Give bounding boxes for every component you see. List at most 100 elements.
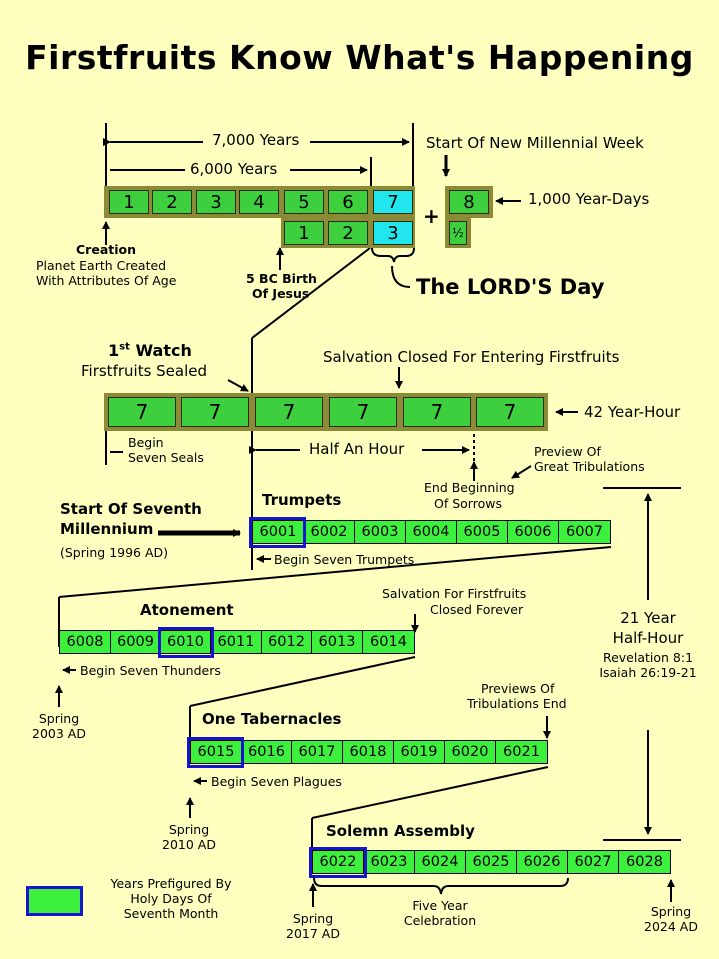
year-6016: 6016 bbox=[242, 741, 292, 763]
year-6002: 6002 bbox=[304, 521, 355, 543]
year-6004: 6004 bbox=[406, 521, 457, 543]
seventh-millennium-2: Millennium bbox=[60, 520, 154, 538]
preview-label-2: Great Tribulations bbox=[534, 459, 645, 474]
half-cell: ½ bbox=[449, 221, 467, 245]
birth-label-2: Of Jesus bbox=[252, 286, 310, 301]
year-hour-label: 42 Year-Hour bbox=[584, 403, 681, 421]
new-week-label: Start Of New Millennial Week bbox=[426, 134, 644, 152]
plus-sign: + bbox=[423, 204, 440, 228]
watch-row-frame bbox=[104, 393, 548, 431]
year-6019: 6019 bbox=[394, 741, 445, 763]
five-year-label-2: Celebration bbox=[403, 913, 477, 928]
year-6018: 6018 bbox=[343, 741, 394, 763]
begin-seals-2: Seven Seals bbox=[128, 450, 204, 465]
year-6025: 6025 bbox=[466, 851, 517, 873]
salvation-closed-label: Salvation Closed For Entering Firstfruit… bbox=[323, 348, 620, 366]
second-row-1: 1 bbox=[284, 221, 324, 245]
spring-2024-1: Spring bbox=[650, 904, 692, 919]
tabernacles-heading: One Tabernacles bbox=[202, 710, 342, 728]
spring-2003-1: Spring bbox=[38, 711, 80, 726]
year-6022: 6022 bbox=[313, 851, 364, 873]
millennium-2: 2 bbox=[152, 190, 192, 214]
spring-2017-1: Spring bbox=[292, 911, 334, 926]
atonement-heading: Atonement bbox=[140, 601, 234, 619]
spring-2003-2: 2003 AD bbox=[32, 726, 86, 741]
spring-2010-2: 2010 AD bbox=[162, 837, 216, 852]
creation-label: Creation bbox=[76, 242, 136, 257]
end-beginning-2: Of Sorrows bbox=[434, 496, 502, 511]
year-days-label: 1,000 Year-Days bbox=[528, 190, 650, 208]
year-6020: 6020 bbox=[445, 741, 496, 763]
first-watch-label: 1st Watch bbox=[108, 341, 192, 360]
year-6006: 6006 bbox=[508, 521, 559, 543]
begin-seals-1: Begin bbox=[128, 435, 164, 450]
firstfruits-sealed-label: Firstfruits Sealed bbox=[81, 362, 208, 380]
year-6009: 6009 bbox=[111, 631, 161, 653]
birth-label-1: 5 BC Birth bbox=[246, 271, 317, 286]
creation-sub-2: With Attributes Of Age bbox=[36, 273, 177, 288]
year-6005: 6005 bbox=[457, 521, 508, 543]
spring-2024-2: 2024 AD bbox=[644, 919, 698, 934]
year-6011: 6011 bbox=[211, 631, 262, 653]
lords-day-label: The LORD'S Day bbox=[416, 275, 605, 299]
year-6003: 6003 bbox=[355, 521, 406, 543]
year-6001: 6001 bbox=[253, 521, 304, 543]
millennium-1: 1 bbox=[109, 190, 149, 214]
salvation-forever-2: Closed Forever bbox=[430, 602, 524, 617]
begin-thunders-label: Begin Seven Thunders bbox=[80, 663, 221, 678]
watch-word: Watch bbox=[135, 341, 192, 360]
begin-plagues-label: Begin Seven Plagues bbox=[211, 774, 342, 789]
seven-thousand-years-label: 7,000 Years bbox=[212, 131, 300, 149]
begin-trumpets-label: Begin Seven Trumpets bbox=[274, 552, 415, 567]
second-row-3: 3 bbox=[373, 221, 413, 245]
year-6023: 6023 bbox=[364, 851, 415, 873]
legend-swatch bbox=[26, 886, 83, 916]
preview-label-1: Preview Of bbox=[534, 444, 601, 459]
millennium-4: 4 bbox=[239, 190, 279, 214]
year-6021: 6021 bbox=[496, 741, 547, 763]
watch-cell-3: 7 bbox=[255, 397, 323, 427]
solemn-assembly-heading: Solemn Assembly bbox=[326, 822, 475, 840]
year-6007: 6007 bbox=[559, 521, 610, 543]
year-6024: 6024 bbox=[415, 851, 466, 873]
watch-cell-4: 7 bbox=[329, 397, 397, 427]
millennium-6: 6 bbox=[328, 190, 368, 214]
watch-cell-6: 7 bbox=[476, 397, 544, 427]
half-hour-label-2: Half-Hour bbox=[612, 629, 684, 647]
spring-2010-1: Spring bbox=[168, 822, 210, 837]
six-thousand-years-label: 6,000 Years bbox=[190, 160, 278, 178]
millennium-7: 7 bbox=[373, 190, 413, 214]
watch-cell-1: 7 bbox=[108, 397, 176, 427]
holy-day-highlight-6022 bbox=[309, 847, 367, 878]
half-hour-label-1: 21 Year bbox=[620, 609, 676, 627]
year-6008: 6008 bbox=[60, 631, 111, 653]
year-6010: 6010 bbox=[161, 631, 211, 653]
spring-2017-2: 2017 AD bbox=[286, 926, 340, 941]
year-6017: 6017 bbox=[292, 741, 343, 763]
holy-day-highlight-6010 bbox=[158, 627, 214, 658]
year-6026: 6026 bbox=[517, 851, 568, 873]
isaiah-ref: Isaiah 26:19-21 bbox=[599, 665, 697, 680]
year-6013: 6013 bbox=[312, 631, 363, 653]
year-6014: 6014 bbox=[363, 631, 414, 653]
legend-line-1: Years Prefigured By bbox=[110, 876, 232, 891]
spring-1996-label: (Spring 1996 AD) bbox=[60, 545, 169, 560]
millennium-5: 5 bbox=[284, 190, 324, 214]
millennium-3: 3 bbox=[196, 190, 236, 214]
previews-end-2: Tribulations End bbox=[467, 696, 567, 711]
legend-line-2: Holy Days Of bbox=[130, 891, 212, 906]
page-title: Firstfruits Know What's Happening bbox=[25, 38, 694, 77]
seventh-millennium-1: Start Of Seventh bbox=[60, 500, 202, 518]
holy-day-highlight-6015 bbox=[187, 737, 244, 768]
creation-sub-1: Planet Earth Created bbox=[36, 258, 167, 273]
end-beginning-1: End Beginning bbox=[424, 480, 515, 495]
millennium-8: 8 bbox=[449, 190, 489, 214]
legend-line-3: Seventh Month bbox=[123, 906, 219, 921]
year-6015: 6015 bbox=[191, 741, 242, 763]
year-6028: 6028 bbox=[619, 851, 670, 873]
holy-day-highlight-6001 bbox=[249, 517, 306, 548]
trumpets-heading: Trumpets bbox=[262, 491, 342, 509]
year-6027: 6027 bbox=[568, 851, 619, 873]
second-row-2: 2 bbox=[328, 221, 368, 245]
